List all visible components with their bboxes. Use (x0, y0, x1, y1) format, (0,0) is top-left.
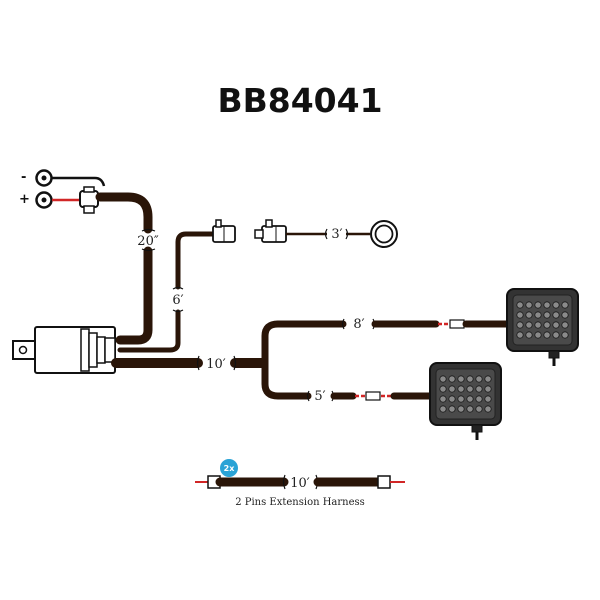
power-length-label: 20″ (137, 234, 159, 249)
led-dot (561, 311, 569, 319)
switch-tail: 3′ (254, 219, 398, 248)
light-1-branch: 8′ (341, 317, 512, 332)
led-dot (534, 331, 542, 339)
led-dot (534, 301, 542, 309)
main-length-label: 10′ (206, 357, 226, 372)
extension-caption: 2 Pins Extension Harness (235, 497, 365, 508)
relay-icon (12, 326, 116, 374)
led-dot (484, 405, 492, 413)
switch-harness: 6′ (117, 219, 236, 353)
led-dot (439, 375, 447, 383)
switch-length-label: 6′ (172, 293, 183, 308)
led-dot (534, 321, 542, 329)
led-dot (457, 375, 465, 383)
led-dot (448, 395, 456, 403)
light-1-length-label: 8′ (353, 317, 364, 332)
led-dot (552, 321, 560, 329)
led-dot (525, 321, 533, 329)
switch-male-connector-icon (254, 219, 287, 243)
led-dot (475, 405, 483, 413)
light-1-connector-icon (449, 319, 465, 329)
led-dot (534, 311, 542, 319)
negative-lead (52, 176, 106, 187)
led-dot (484, 385, 492, 393)
extension-harness: 10′ 2x 2 Pins Extension Harness (195, 459, 405, 508)
switch-tail-length-label: 3′ (331, 227, 342, 242)
led-dot (516, 321, 524, 329)
led-dot (516, 331, 524, 339)
led-dot (543, 331, 551, 339)
led-dot (466, 405, 474, 413)
led-dot (439, 395, 447, 403)
led-dot (552, 311, 560, 319)
led-dot (448, 375, 456, 383)
led-dot (466, 395, 474, 403)
led-grid-2 (439, 375, 492, 413)
led-grid-1 (516, 301, 569, 339)
quantity-badge-label: 2x (224, 464, 236, 473)
led-dot (552, 301, 560, 309)
negative-label: - (21, 170, 26, 185)
led-dot (466, 375, 474, 383)
positive-label: + (19, 192, 30, 207)
led-dot (525, 311, 533, 319)
led-dot (543, 311, 551, 319)
led-dot (457, 395, 465, 403)
work-light-1-icon (506, 288, 579, 366)
battery-terminals: - + (19, 169, 106, 209)
led-dot (516, 311, 524, 319)
led-dot (561, 321, 569, 329)
led-dot (561, 301, 569, 309)
main-harness: 10′ (111, 320, 347, 400)
led-dot (475, 385, 483, 393)
power-harness: 20″ (95, 192, 159, 345)
led-dot (561, 331, 569, 339)
extension-length-label: 10′ (290, 476, 310, 491)
light-2-connector-icon (365, 391, 381, 401)
led-dot (475, 395, 483, 403)
quantity-badge (220, 459, 238, 477)
light-2-length-label: 5′ (314, 389, 325, 404)
fuse-holder-icon (79, 186, 99, 214)
led-dot (525, 301, 533, 309)
led-dot (516, 301, 524, 309)
work-light-2-icon (429, 362, 502, 440)
led-dot (475, 375, 483, 383)
led-dot (552, 331, 560, 339)
led-dot (525, 331, 533, 339)
led-dot (439, 385, 447, 393)
led-dot (457, 405, 465, 413)
led-dot (457, 385, 465, 393)
switch-female-connector-icon (212, 219, 236, 243)
led-dot (543, 301, 551, 309)
led-dot (448, 405, 456, 413)
product-title: BB84041 (217, 81, 382, 120)
led-dot (543, 321, 551, 329)
led-dot (484, 375, 492, 383)
extension-right-connector-icon (377, 475, 391, 489)
led-dot (466, 385, 474, 393)
led-dot (439, 405, 447, 413)
led-dot (484, 395, 492, 403)
led-dot (448, 385, 456, 393)
light-2-branch: 5′ (306, 389, 437, 404)
